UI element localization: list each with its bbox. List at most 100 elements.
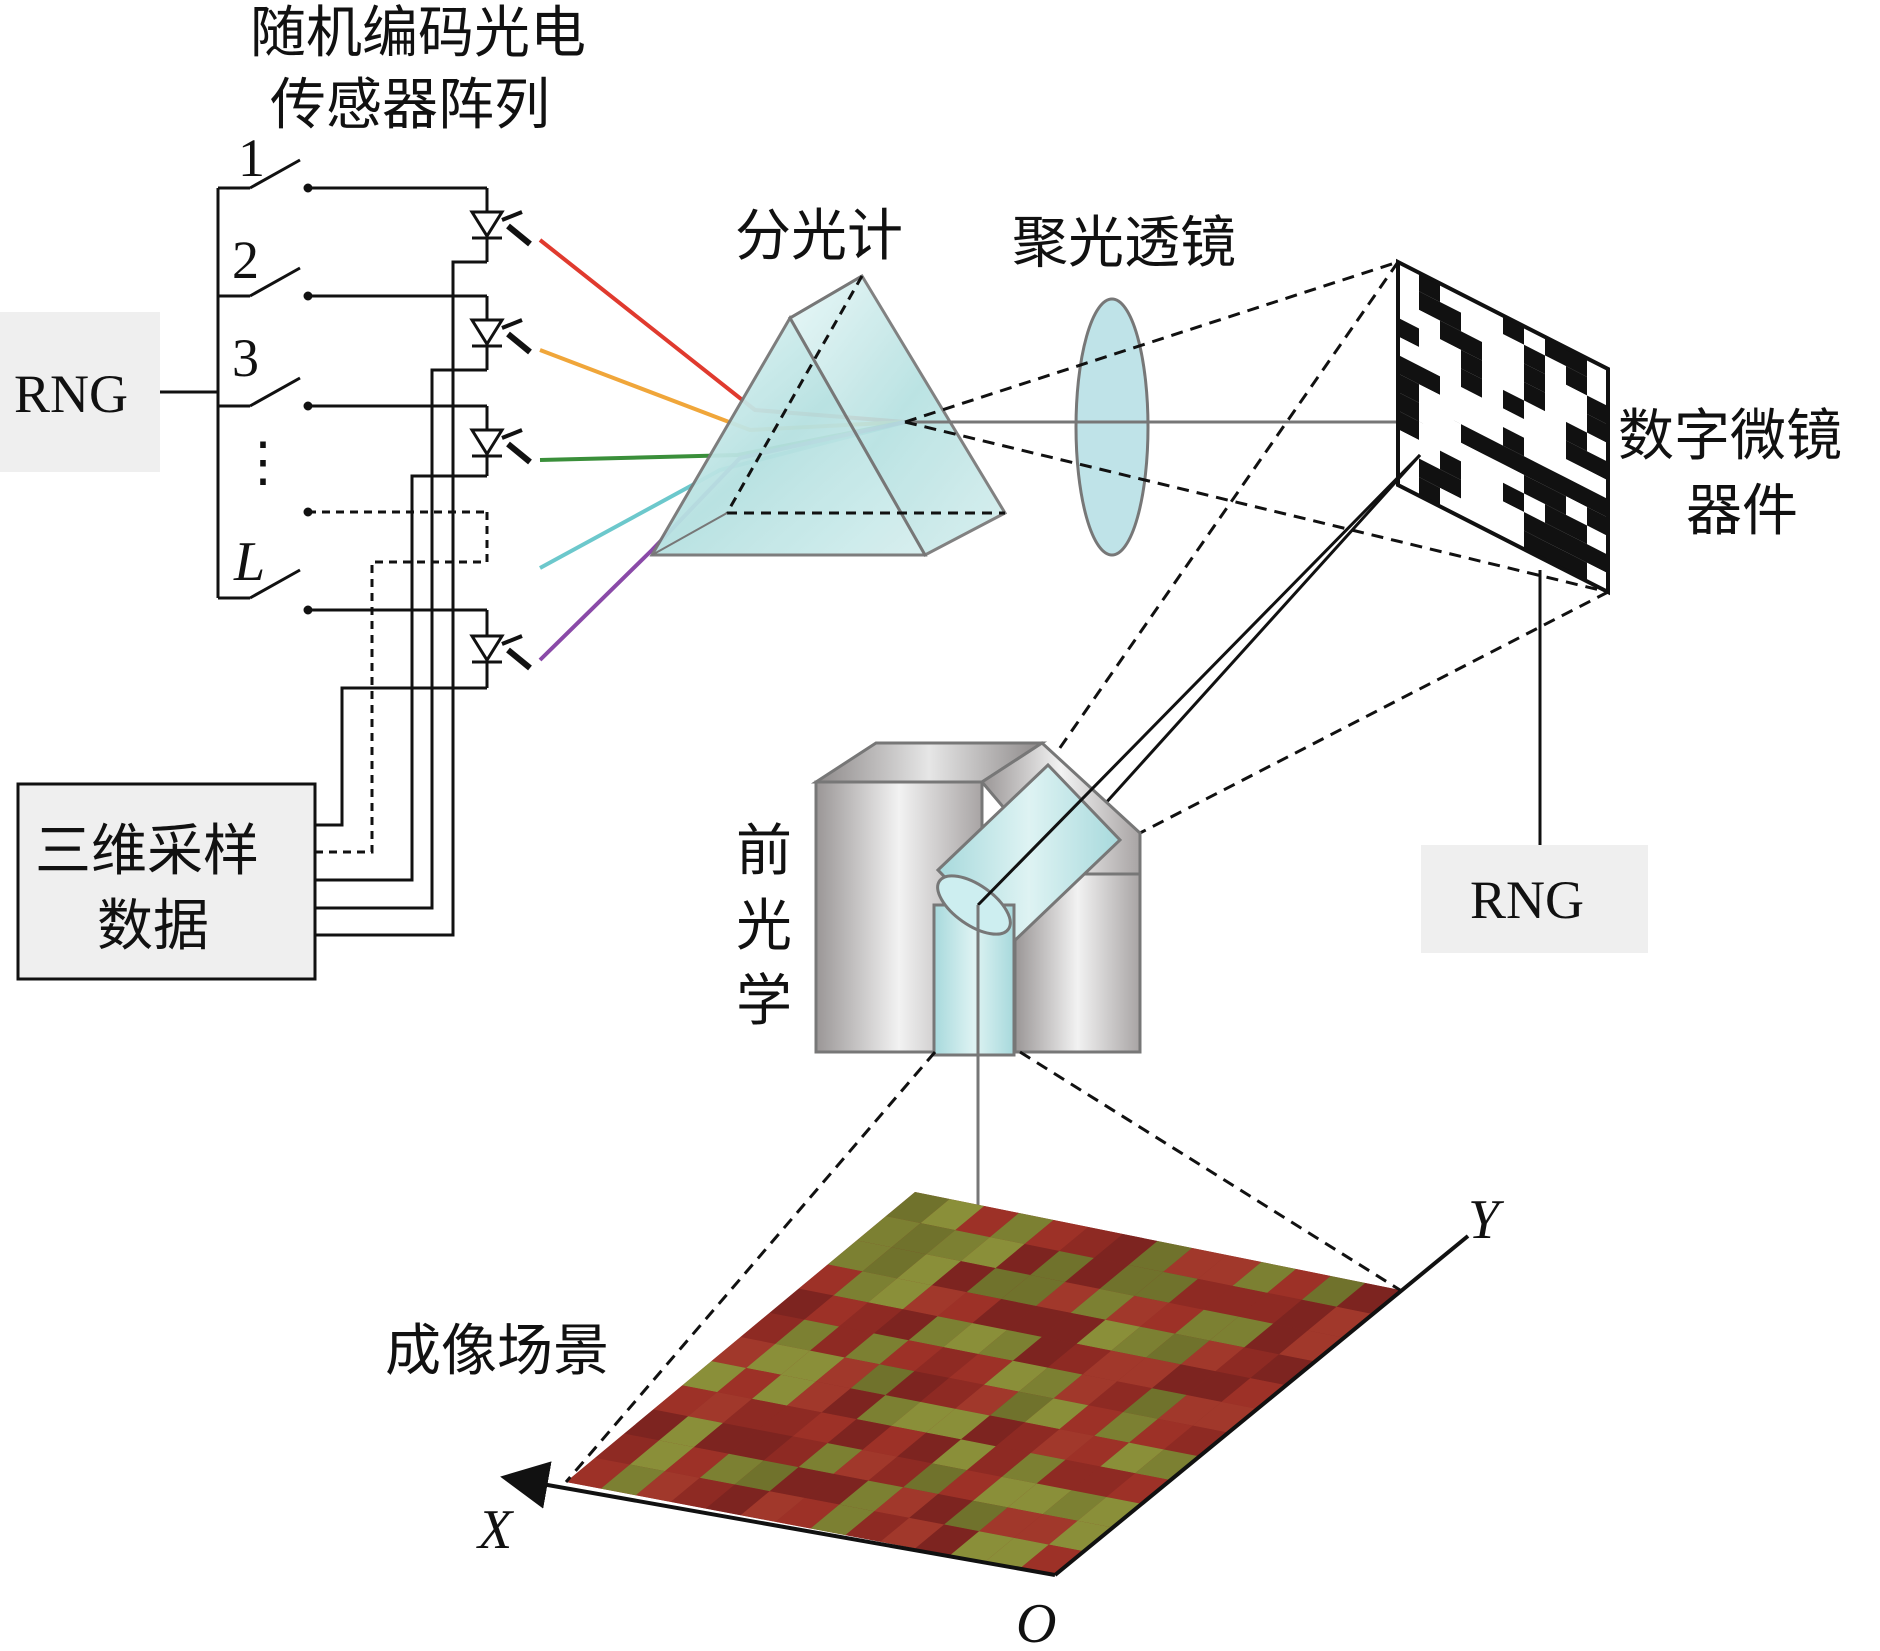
dmd-mirror-cell bbox=[1440, 413, 1461, 443]
dmd-mirror-cell bbox=[1461, 387, 1482, 417]
scene-patch bbox=[1099, 1264, 1164, 1296]
dmd-mirror-cell bbox=[1419, 347, 1440, 377]
dmd-mirror-cell bbox=[1545, 522, 1566, 553]
dmd-mirror-cell bbox=[1524, 456, 1545, 486]
scene-patch bbox=[1157, 1395, 1222, 1426]
dmd-mirror-cell bbox=[1587, 506, 1608, 537]
scene-patch bbox=[670, 1477, 735, 1509]
dmd-mirror-cell bbox=[1482, 397, 1503, 427]
scene-patch bbox=[1001, 1275, 1065, 1306]
scene-patch bbox=[845, 1511, 910, 1542]
axis-x-label: X bbox=[476, 1499, 515, 1561]
dmd-mirror-cell bbox=[1545, 541, 1566, 571]
scene-patch bbox=[798, 1443, 863, 1474]
dmd-mirror-cell bbox=[1482, 304, 1503, 335]
scene-patch bbox=[961, 1415, 1025, 1447]
scene-patch bbox=[1307, 1306, 1372, 1338]
dmd-mirror-cell bbox=[1482, 453, 1503, 483]
scene-patch bbox=[1082, 1350, 1147, 1382]
condenser-lens: 聚光透镜 bbox=[1012, 211, 1236, 557]
spectrometer-label: 分光计 bbox=[735, 204, 903, 269]
scene-patch bbox=[1174, 1309, 1239, 1341]
dmd-mirror-cell bbox=[1587, 451, 1608, 481]
scene-patch bbox=[1048, 1520, 1113, 1552]
sensor-array-title: 随机编码光电 传感器阵列 bbox=[250, 1, 586, 138]
scene-patch bbox=[856, 1216, 921, 1248]
scene-patch bbox=[909, 1493, 973, 1525]
dmd-mirror-cell bbox=[1419, 402, 1440, 433]
dmd-mirror-cell bbox=[1503, 352, 1524, 382]
dmd-mirror-cell bbox=[1587, 525, 1608, 555]
dmd-mirror-cell bbox=[1440, 376, 1461, 406]
front-optics-label-2: 光 bbox=[736, 894, 792, 959]
dmd-mirror-cell bbox=[1587, 376, 1608, 407]
dmd-mirror-cell bbox=[1545, 411, 1566, 441]
dmd-mirror-cell bbox=[1566, 440, 1587, 470]
dmd-mirror-cell bbox=[1503, 427, 1524, 457]
x-axis bbox=[500, 1461, 1056, 1577]
imaging-scene: 成像场景 bbox=[385, 1192, 1400, 1575]
scene-patch bbox=[1134, 1271, 1198, 1303]
scene-patch bbox=[1186, 1371, 1251, 1402]
scene-patch bbox=[699, 1453, 764, 1485]
channel-label-2: 2 bbox=[232, 230, 259, 290]
scene-patch bbox=[1111, 1326, 1175, 1358]
dmd-mirror-cell bbox=[1461, 424, 1482, 454]
dmd-mirror-cell bbox=[1524, 344, 1545, 375]
dmd-mirror-cell bbox=[1503, 501, 1524, 531]
sampling-data-block: 三维采样 数据 bbox=[16, 782, 317, 981]
photodiode-3 bbox=[469, 406, 532, 476]
dmd-mirror-cell bbox=[1587, 488, 1608, 518]
scene-patch bbox=[966, 1446, 1031, 1477]
scene-patch bbox=[862, 1425, 927, 1457]
scene-patch bbox=[920, 1199, 985, 1231]
dmd-mirror-cell bbox=[1566, 347, 1587, 377]
scene-patch bbox=[862, 1247, 927, 1279]
scene-patch bbox=[995, 1422, 1060, 1453]
scene-patch bbox=[1053, 1374, 1118, 1406]
dmd-mirror-cell bbox=[1398, 317, 1419, 348]
sensor-array-title-line1: 随机编码光电 bbox=[250, 1, 586, 66]
dmd-mirror-cell bbox=[1566, 384, 1587, 415]
scene-patch bbox=[955, 1206, 1019, 1238]
dmd-mirror-cell bbox=[1398, 262, 1419, 292]
switch-bank bbox=[216, 158, 487, 615]
dmd-mirror-cell bbox=[1545, 504, 1566, 534]
scene-patch bbox=[1163, 1248, 1227, 1279]
dmd-mirror-cell bbox=[1398, 354, 1419, 385]
scene-patch bbox=[1030, 1251, 1094, 1282]
dmd-mirror-cell bbox=[1545, 485, 1566, 515]
dmd-mirror-cell bbox=[1566, 496, 1587, 526]
scene-patch bbox=[810, 1504, 875, 1536]
dmd-mirror-cell bbox=[1440, 487, 1461, 518]
scene-patch bbox=[833, 1449, 898, 1481]
rng-left-block: RNG bbox=[0, 312, 218, 472]
scene-patch bbox=[926, 1230, 990, 1262]
scene-patch bbox=[566, 1457, 630, 1489]
scene-patch bbox=[804, 1473, 869, 1505]
scene-patch bbox=[827, 1419, 892, 1450]
scene-patch bbox=[722, 1398, 787, 1430]
dmd-mirror-cell bbox=[1482, 490, 1503, 520]
dmd-mirror-cell bbox=[1503, 519, 1524, 550]
dmd-mirror-cell bbox=[1524, 381, 1545, 412]
scene-patch bbox=[746, 1343, 811, 1375]
scene-patch bbox=[810, 1326, 874, 1358]
rng-right-label: RNG bbox=[1470, 870, 1584, 930]
scene-patch bbox=[1336, 1283, 1400, 1314]
scene-patch bbox=[1279, 1330, 1343, 1362]
scene-patch bbox=[624, 1409, 689, 1441]
dmd-mirror-cell bbox=[1482, 360, 1503, 390]
scene-patch bbox=[786, 1381, 851, 1413]
scene-patch bbox=[914, 1347, 979, 1378]
scene-patch bbox=[868, 1278, 932, 1310]
dmd-mirror-cell bbox=[1587, 544, 1608, 574]
scene-patch bbox=[757, 1405, 822, 1437]
scene-patch bbox=[769, 1288, 834, 1320]
channel-label-3: 3 bbox=[232, 328, 259, 388]
scene-patch bbox=[1059, 1405, 1124, 1436]
scene-patch bbox=[1042, 1490, 1107, 1521]
scene-patch bbox=[734, 1460, 799, 1492]
scene-patch bbox=[989, 1391, 1054, 1423]
scene-patch bbox=[1020, 1544, 1084, 1575]
